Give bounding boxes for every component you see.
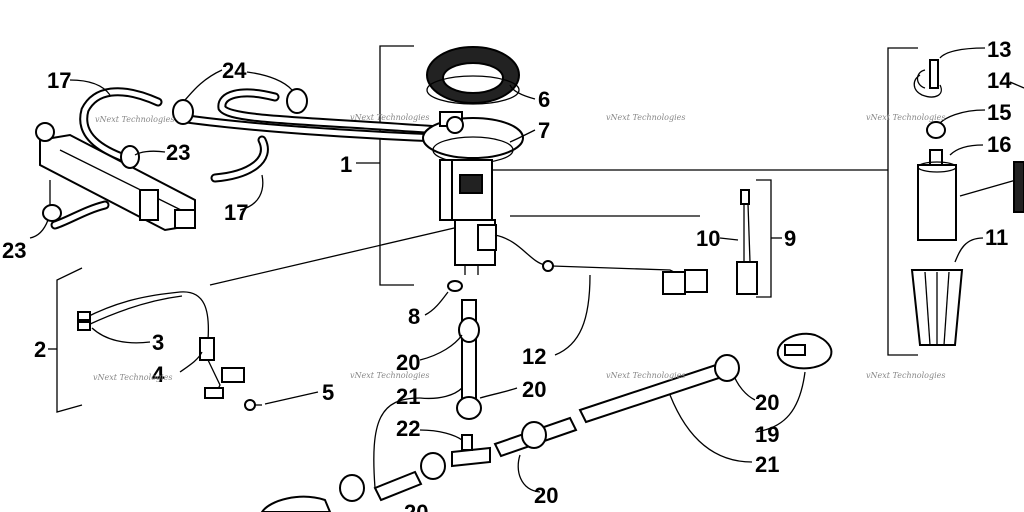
callout-15: 15 xyxy=(987,100,1011,125)
watermark: vNext Technologies xyxy=(95,115,174,124)
bracket-group-pump xyxy=(209,47,1017,356)
callout-20-e: 20 xyxy=(404,500,428,512)
callout-22: 22 xyxy=(396,416,420,441)
watermark: vNext Technologies xyxy=(350,371,429,380)
o-ring-8 xyxy=(447,280,463,292)
callout-21-a: 21 xyxy=(396,384,420,409)
callout-4: 4 xyxy=(152,362,165,387)
sensor-harness-12 xyxy=(494,234,708,295)
callout-19: 19 xyxy=(755,422,779,447)
callout-17-bottom: 17 xyxy=(224,200,248,225)
callout-10: 10 xyxy=(696,226,720,251)
bracket-group-2 xyxy=(48,267,83,413)
callout-3: 3 xyxy=(152,330,164,355)
callout-13: 13 xyxy=(987,37,1011,62)
fuel-hose-lower xyxy=(260,354,740,512)
watermarks: vNext Technologies vNext Technologies vN… xyxy=(93,113,945,382)
watermark: vNext Technologies xyxy=(93,373,172,382)
callout-labels: 1 2 3 4 5 6 7 8 9 10 11 12 13 14 15 16 1… xyxy=(2,37,1012,512)
callout-21-b: 21 xyxy=(755,452,779,477)
watermark: vNext Technologies xyxy=(866,371,945,380)
leader-lines xyxy=(29,47,1024,493)
fuel-pump-module-1 xyxy=(422,111,524,275)
callout-20-d: 20 xyxy=(534,483,558,508)
fuel-hose-21-vertical xyxy=(456,299,482,420)
bracket-group-1 xyxy=(356,45,414,286)
watermark: vNext Technologies xyxy=(606,371,685,380)
tee-fitting-22 xyxy=(451,434,491,468)
callout-14: 14 xyxy=(987,68,1012,93)
hose-clamp-24 xyxy=(172,88,308,125)
callout-20-c: 20 xyxy=(755,390,779,415)
callout-23-top: 23 xyxy=(166,140,190,165)
callout-16: 16 xyxy=(987,132,1011,157)
callout-7: 7 xyxy=(538,118,550,143)
watermark: vNext Technologies xyxy=(866,113,945,122)
screw-5 xyxy=(244,399,262,411)
callout-8: 8 xyxy=(408,304,420,329)
quick-connector-19 xyxy=(776,332,833,370)
watermark: vNext Technologies xyxy=(350,113,429,122)
callout-20-b: 20 xyxy=(522,377,546,402)
watermark: vNext Technologies xyxy=(606,113,685,122)
callout-24: 24 xyxy=(222,58,247,83)
lock-ring-6 xyxy=(426,46,520,105)
callout-2: 2 xyxy=(34,337,46,362)
callout-12: 12 xyxy=(522,344,546,369)
callout-1: 1 xyxy=(340,152,352,177)
fuel-rail-assembly xyxy=(35,122,196,232)
callout-20-a: 20 xyxy=(396,350,420,375)
fuel-line-hose-17 xyxy=(50,87,445,230)
callout-6: 6 xyxy=(538,87,550,112)
fuel-level-sender-10 xyxy=(736,189,758,295)
wiring-harness-2 xyxy=(77,291,245,399)
callout-11: 11 xyxy=(985,225,1008,250)
callout-23-bottom: 23 xyxy=(2,238,26,263)
callout-17-top: 17 xyxy=(47,68,71,93)
fuel-pump-parts xyxy=(910,59,1024,346)
bracket-group-9 xyxy=(756,179,782,298)
callout-5: 5 xyxy=(322,380,334,405)
callout-9: 9 xyxy=(784,226,796,251)
